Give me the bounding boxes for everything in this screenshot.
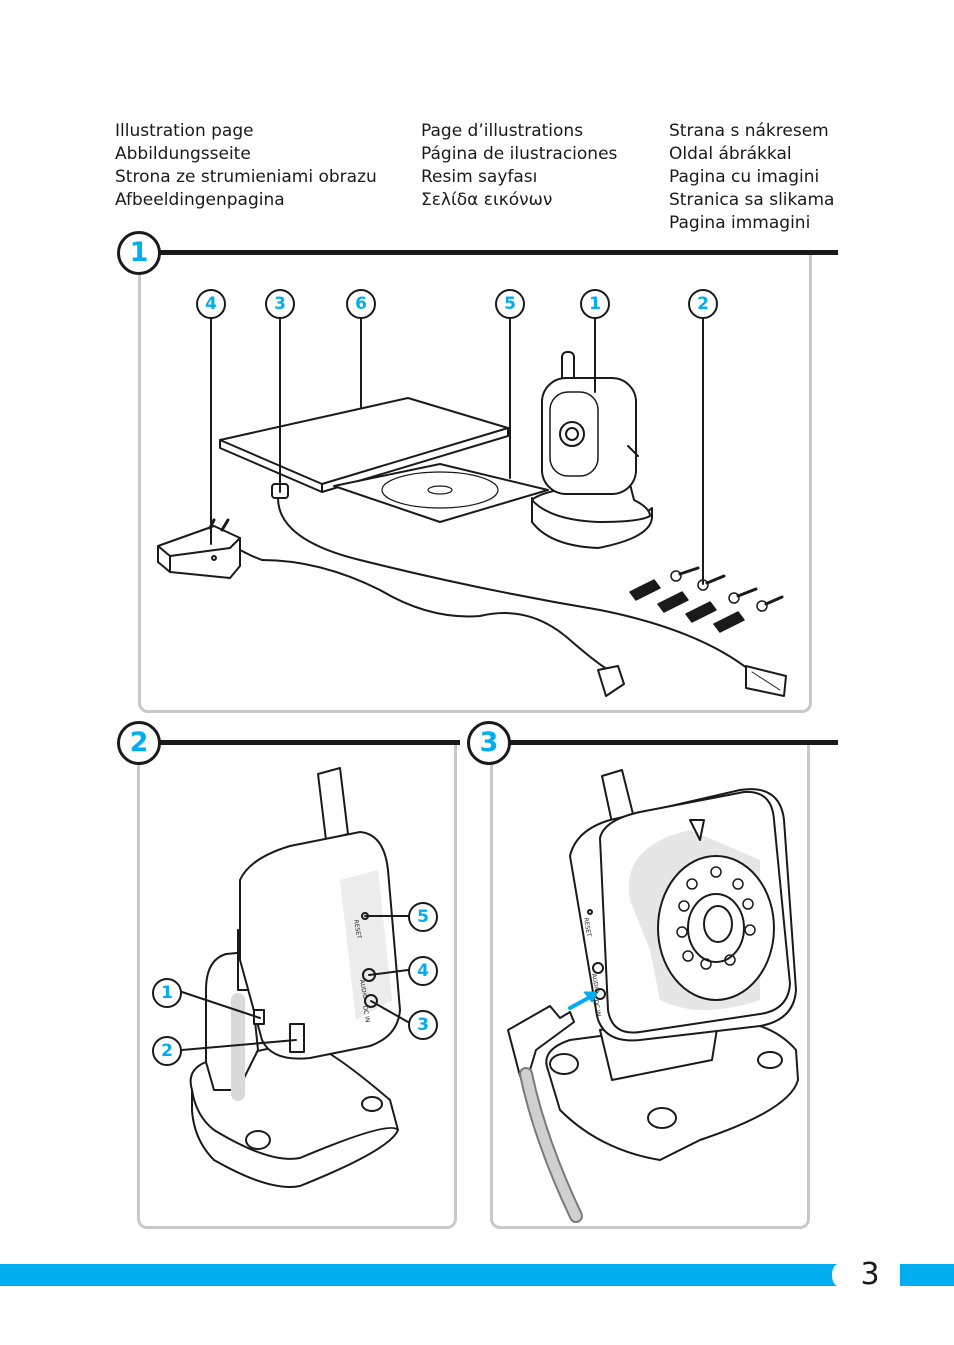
callout-network-cable: 3 [265, 289, 295, 319]
camera-illustration-small [531, 351, 653, 549]
camera-rear-illustration [189, 767, 401, 1188]
cd-sleeve-illustration [333, 463, 549, 523]
header-text: Oldal ábrákkal [669, 144, 792, 164]
header-text: Stranica sa slikama [669, 190, 835, 210]
header-text: Page d’illustrations [421, 121, 584, 141]
header-text: Illustration page [115, 121, 254, 141]
power-adapter-illustration [157, 518, 625, 697]
header-text: Página de ilustraciones [421, 144, 618, 164]
step-1-rule [140, 250, 838, 255]
callout-reset: 5 [408, 902, 438, 932]
callout-dc-in: 3 [408, 1010, 438, 1040]
callout-audio: 4 [408, 956, 438, 986]
step-badge-1: 1 [117, 231, 161, 275]
label-reset: RESET [352, 919, 362, 939]
header-text: Resim sayfası [421, 167, 538, 187]
camera-front-illustration [545, 769, 799, 1161]
footer-bar [900, 1264, 954, 1286]
header-column-1: Illustration page Abbildungsseite Strona… [115, 120, 377, 212]
label-audio: AUDIO [590, 973, 600, 994]
callout-network-port: 1 [152, 978, 182, 1008]
header-text: Abbildungsseite [115, 144, 251, 164]
network-cable-illustration [271, 483, 787, 697]
header-text: Pagina immagini [669, 213, 811, 233]
insert-arrowhead-icon [583, 991, 599, 1003]
label-dc-in: DC IN [592, 999, 602, 1017]
wall-plugs-and-screws-illustration [629, 566, 784, 633]
label-reset: RESET [582, 917, 592, 937]
header-text: Pagina cu imagini [669, 167, 820, 187]
leader-lines-panel-2 [181, 915, 409, 1051]
label-audio: AUDIO [358, 979, 368, 1000]
callout-manual: 6 [346, 289, 376, 319]
callout-screws: 2 [688, 289, 718, 319]
leader-lines-panel-1 [210, 316, 704, 585]
callout-speaker: 2 [152, 1036, 182, 1066]
step-badge-2: 2 [117, 721, 161, 765]
power-plug-illustration [507, 1005, 583, 1223]
footer-bar [0, 1264, 838, 1286]
header-text: Strana s nákresem [669, 121, 829, 141]
header-column-3: Strana s nákresem Oldal ábrákkal Pagina … [669, 120, 834, 235]
step-2-rule [140, 740, 460, 745]
label-dc-in: DC IN [361, 1005, 371, 1023]
callout-cd: 5 [495, 289, 525, 319]
page-number: 3 [860, 1257, 880, 1292]
header-text: Afbeeldingenpagina [115, 190, 285, 210]
header-text: Σελίδα εικόνων [421, 190, 553, 210]
callout-camera: 1 [580, 289, 610, 319]
callout-adapter: 4 [196, 289, 226, 319]
manual-sheet-illustration [219, 397, 509, 493]
step-badge-3: 3 [467, 721, 511, 765]
footer-bar-cap [832, 1264, 844, 1286]
header-column-2: Page d’illustrations Página de ilustraci… [421, 120, 617, 212]
header-text: Strona ze strumieniami obrazu [115, 167, 377, 187]
step-3-rule [490, 740, 838, 745]
